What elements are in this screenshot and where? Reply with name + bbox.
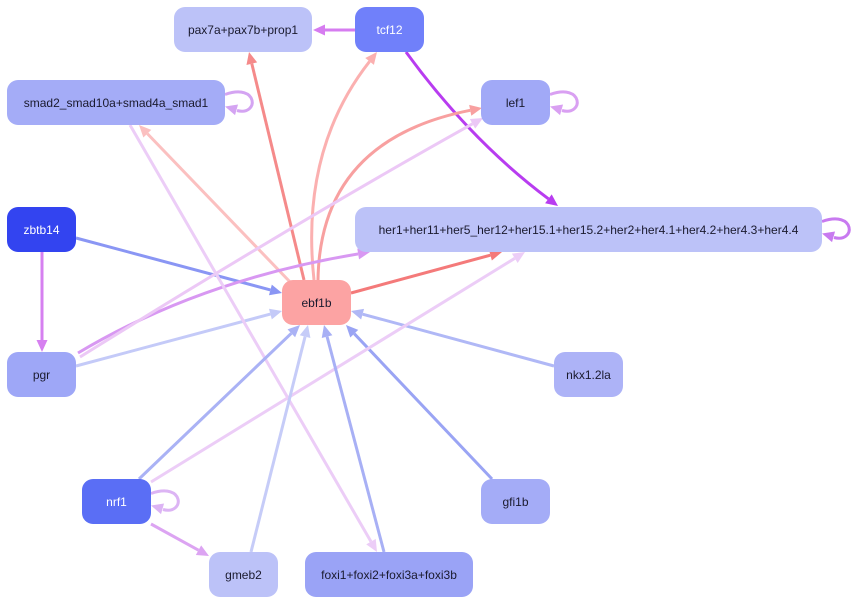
edge-ebf1b-to-her-arrow — [488, 249, 502, 261]
edge-tcf12-to-her-arrow — [545, 194, 558, 206]
node-nkx[interactable]: nkx1.2la — [554, 352, 623, 397]
self-loop-smad2-arrow — [225, 104, 239, 116]
edge-zbtb14-to-pgr-arrow — [36, 340, 48, 352]
edge-ebf1b-to-pax7a — [250, 63, 306, 281]
edge-ebf1b-to-lef1 — [316, 108, 471, 281]
self-loop-lef1-arrow — [550, 104, 564, 116]
edge-nrf1-to-ebf1b-arrow — [287, 325, 300, 338]
edge-tcf12-to-her — [404, 51, 550, 200]
edge-pgr-to-lef1-arrow — [469, 118, 483, 129]
node-gfi1b[interactable]: gfi1b — [481, 479, 550, 524]
edge-foxi-to-ebf1b-arrow — [321, 325, 333, 339]
self-loop-her — [821, 217, 851, 240]
edge-smad2-to-foxi — [128, 124, 373, 543]
arrow-layer — [36, 24, 836, 556]
self-loop-her-arrow — [822, 231, 836, 243]
self-loop-smad2 — [224, 90, 254, 113]
edge-pgr-to-her — [77, 252, 359, 355]
node-her[interactable]: her1+her11+her5_her12+her15.1+her15.2+he… — [355, 207, 822, 252]
edge-gmeb2-to-ebf1b — [249, 336, 307, 553]
edge-nrf1-to-gmeb2 — [150, 522, 200, 552]
edge-nrf1-to-gmeb2-arrow — [195, 545, 209, 556]
edge-ebf1b-to-tcf12-arrow — [365, 52, 377, 65]
node-tcf12[interactable]: tcf12 — [355, 7, 424, 52]
self-loop-nrf1-arrow — [151, 503, 165, 515]
edge-nrf1-to-her — [150, 257, 516, 484]
edge-tcf12-to-pax7a-arrow — [313, 24, 325, 36]
edge-nrf1-to-ebf1b — [137, 332, 293, 481]
node-smad2[interactable]: smad2_smad10a+smad4a_smad1 — [7, 80, 225, 125]
edge-gmeb2-to-ebf1b-arrow — [299, 325, 311, 338]
edge-smad2-to-foxi-arrow — [366, 538, 377, 552]
node-ebf1b[interactable]: ebf1b — [282, 280, 351, 325]
node-foxi[interactable]: foxi1+foxi2+foxi3a+foxi3b — [305, 552, 473, 597]
edge-ebf1b-to-smad2-arrow — [139, 125, 152, 138]
edge-zbtb14-to-ebf1b-arrow — [268, 284, 282, 296]
node-lef1[interactable]: lef1 — [481, 80, 550, 125]
edge-nrf1-to-her-arrow — [511, 252, 525, 263]
node-pax7a[interactable]: pax7a+pax7b+prop1 — [174, 7, 312, 52]
edge-pgr-to-ebf1b — [75, 312, 271, 368]
node-pgr[interactable]: pgr — [7, 352, 76, 397]
node-zbtb14[interactable]: zbtb14 — [7, 207, 76, 252]
edge-layer — [40, 28, 851, 553]
self-loop-nrf1 — [150, 489, 180, 512]
edge-foxi-to-ebf1b — [325, 336, 386, 553]
edge-ebf1b-to-lef1-arrow — [469, 104, 482, 116]
edge-ebf1b-to-her — [350, 253, 491, 295]
node-nrf1[interactable]: nrf1 — [82, 479, 151, 524]
edge-gfi1b-to-ebf1b — [353, 332, 494, 481]
edge-nkx-to-ebf1b-arrow — [351, 308, 365, 320]
edge-ebf1b-to-smad2 — [146, 132, 294, 286]
edge-pgr-to-lef1 — [79, 122, 474, 359]
edge-ebf1b-to-pax7a-arrow — [246, 52, 258, 65]
self-loop-lef1 — [549, 90, 579, 113]
edge-gfi1b-to-ebf1b-arrow — [346, 325, 359, 338]
edge-nkx-to-ebf1b — [362, 312, 555, 368]
node-gmeb2[interactable]: gmeb2 — [209, 552, 278, 597]
edge-ebf1b-to-tcf12 — [310, 60, 371, 281]
edge-pgr-to-ebf1b-arrow — [268, 308, 282, 320]
